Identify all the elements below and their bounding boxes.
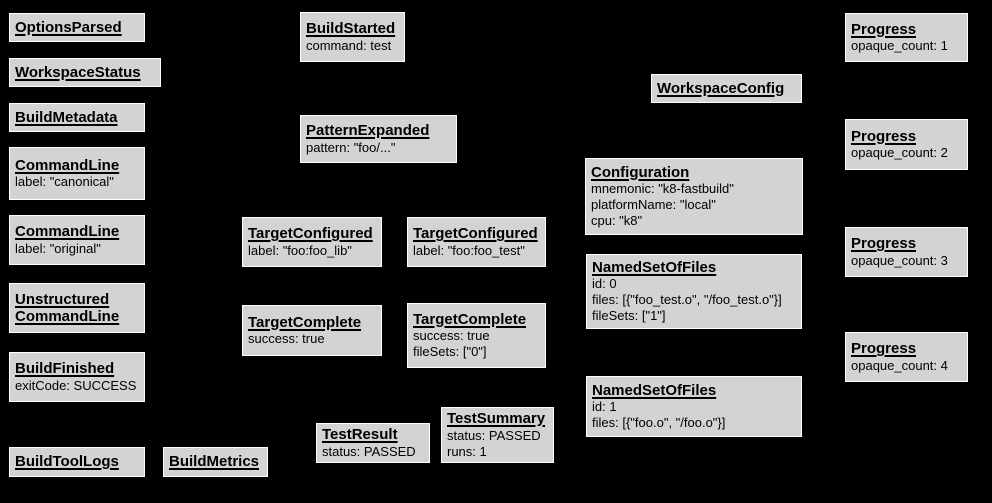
node-title: TargetConfigured	[413, 225, 538, 243]
node-field: files: [{"foo.o", "/foo.o"}]	[592, 415, 726, 431]
node-workspace-status: WorkspaceStatus	[9, 58, 161, 87]
node-field: pattern: "foo/..."	[306, 139, 396, 155]
node-title: Progress	[851, 340, 917, 358]
node-title: BuildFinished	[15, 360, 115, 378]
node-field: fileSets: ["1"]	[592, 308, 666, 324]
node-field: cpu: "k8"	[591, 213, 643, 229]
node-title: BuildMetadata	[15, 108, 118, 126]
node-field: label: "original"	[15, 240, 101, 256]
node-field: id: 0	[592, 276, 617, 292]
node-title: NamedSetOfFiles	[592, 381, 717, 399]
node-title: PatternExpanded	[306, 122, 430, 140]
node-field: success: true	[248, 331, 325, 347]
node-field: exitCode: SUCCESS	[15, 377, 137, 393]
node-field: files: [{"foo_test.o", "/foo_test.o"}]	[592, 292, 782, 308]
node-field: success: true	[413, 328, 490, 344]
node-title: TargetComplete	[248, 313, 362, 331]
node-build-metadata: BuildMetadata	[9, 103, 145, 132]
node-title: BuildToolLogs	[15, 453, 119, 471]
node-field: label: "canonical"	[15, 174, 114, 190]
node-title: Progress	[851, 127, 917, 145]
node-field: label: "foo:foo_lib"	[248, 242, 352, 258]
node-title: Configuration	[591, 163, 690, 181]
node-field: runs: 1	[447, 443, 487, 459]
node-field: mnemonic: "k8-fastbuild"	[591, 181, 734, 197]
node-title: NamedSetOfFiles	[592, 258, 717, 276]
node-build-tool-logs: BuildToolLogs	[9, 447, 145, 477]
node-title: WorkspaceConfig	[657, 79, 785, 97]
node-title: TestResult	[322, 426, 398, 444]
node-title: BuildMetrics	[169, 453, 260, 471]
node-workspace-config: WorkspaceConfig	[651, 74, 802, 103]
node-field: command: test	[306, 37, 392, 53]
node-field: opaque_count: 4	[851, 357, 948, 373]
node-title: TestSummary	[447, 410, 546, 428]
node-field: opaque_count: 2	[851, 145, 948, 161]
node-title: Unstructured CommandLine	[15, 290, 120, 325]
node-field: fileSets: ["0"]	[413, 344, 487, 360]
node-title: Progress	[851, 20, 917, 38]
node-field: platformName: "local"	[591, 197, 716, 213]
node-field: opaque_count: 3	[851, 252, 948, 268]
node-field: status: PASSED	[447, 427, 541, 443]
node-field: opaque_count: 1	[851, 38, 948, 54]
node-title: BuildStarted	[306, 20, 396, 38]
node-title: TargetComplete	[413, 310, 527, 328]
node-options-parsed: OptionsParsed	[9, 13, 145, 42]
node-title: CommandLine	[15, 156, 120, 174]
node-title: TargetConfigured	[248, 225, 373, 243]
node-title: WorkspaceStatus	[15, 63, 141, 81]
node-field: id: 1	[592, 399, 617, 415]
node-field: status: PASSED	[322, 443, 416, 459]
node-title: OptionsParsed	[15, 18, 122, 36]
node-field: label: "foo:foo_test"	[413, 242, 525, 258]
node-unstructured-command-line: Unstructured CommandLine	[9, 283, 145, 333]
node-build-metrics: BuildMetrics	[163, 447, 268, 477]
node-title: Progress	[851, 235, 917, 253]
node-title: CommandLine	[15, 223, 120, 241]
